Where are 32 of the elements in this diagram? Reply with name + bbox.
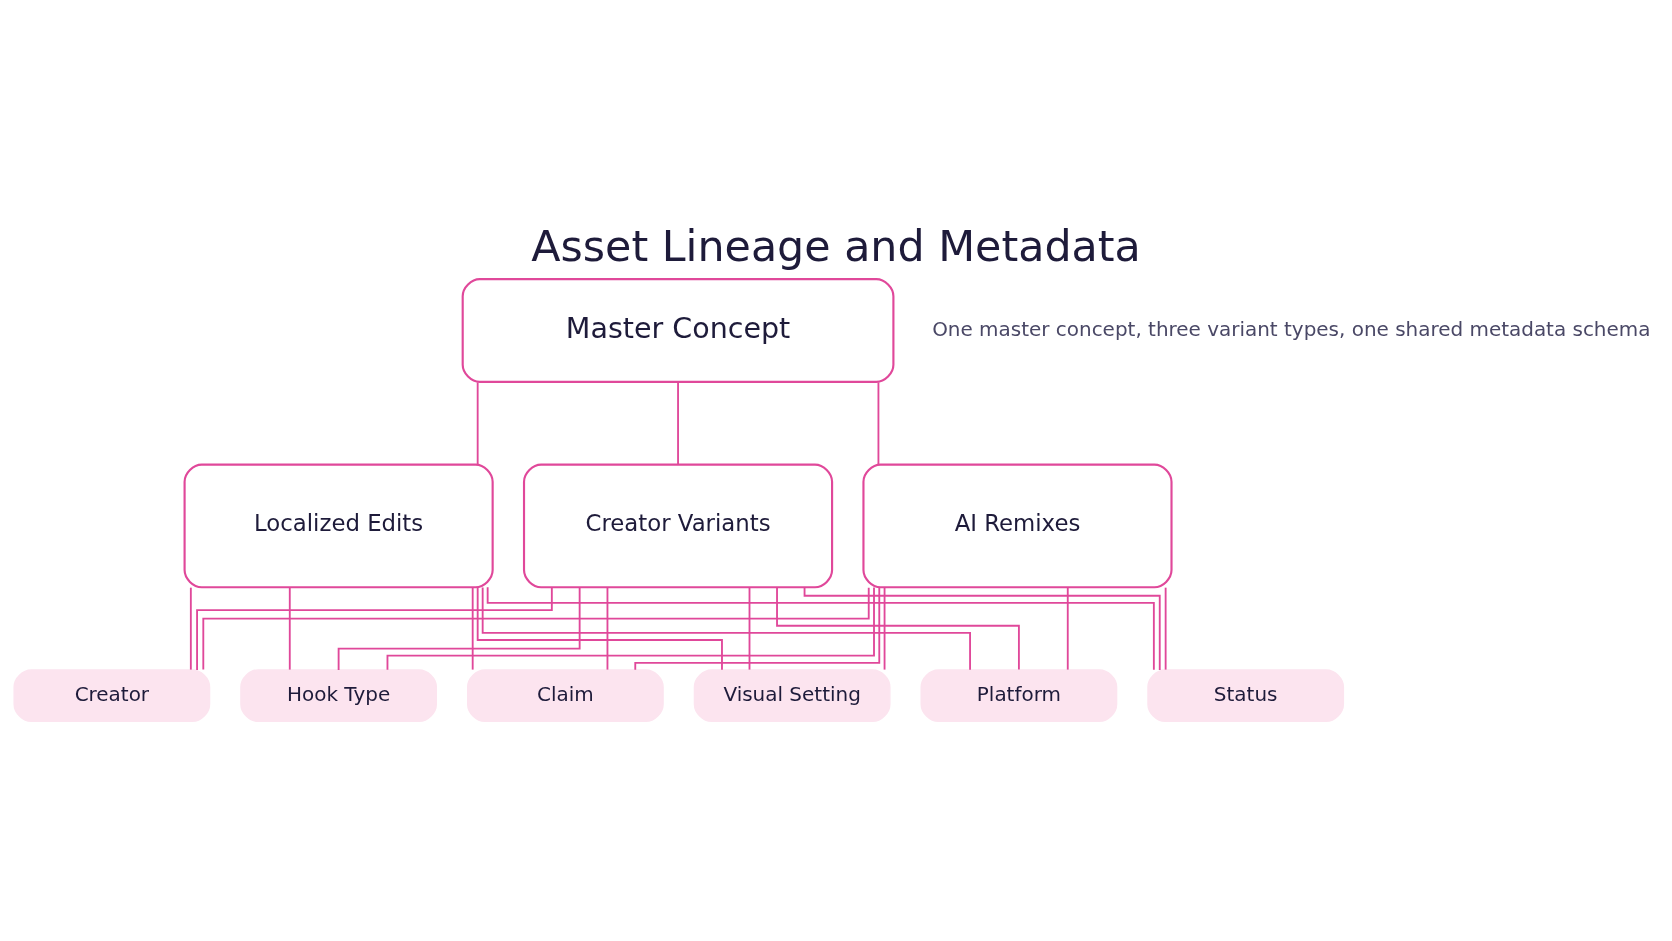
connector (748, 586, 751, 671)
connector (476, 586, 723, 671)
node-box: Status (1147, 668, 1345, 722)
connector (476, 380, 479, 465)
connector (386, 585, 875, 671)
node-box: Platform (920, 668, 1118, 722)
node-box: Visual Setting (693, 668, 891, 722)
connector (486, 585, 1155, 671)
connector (471, 586, 474, 671)
connector (1164, 586, 1167, 671)
connector (634, 586, 881, 671)
connector (202, 586, 870, 670)
node-box: Localized Edits (183, 463, 494, 588)
connector (776, 586, 1020, 671)
node-box: Creator Variants (522, 463, 834, 588)
node-box: Master Concept (461, 277, 895, 383)
diagram-title: Asset Lineage and Metadata (531, 220, 1141, 271)
connector (196, 586, 553, 671)
connector (288, 586, 291, 671)
connector (803, 586, 1161, 671)
connector (481, 586, 971, 671)
connector (883, 586, 886, 671)
node-box: Creator (13, 668, 211, 722)
connector (189, 586, 192, 671)
node-box: Hook Type (240, 668, 438, 722)
node-box: AI Remixes (862, 463, 1173, 588)
node-box: Claim (466, 668, 664, 722)
label: One master concept, three variant types, one shared metadata schema (932, 316, 1651, 341)
connector (877, 380, 880, 465)
connector (606, 586, 609, 671)
connector (677, 380, 679, 465)
connector (1066, 586, 1069, 671)
